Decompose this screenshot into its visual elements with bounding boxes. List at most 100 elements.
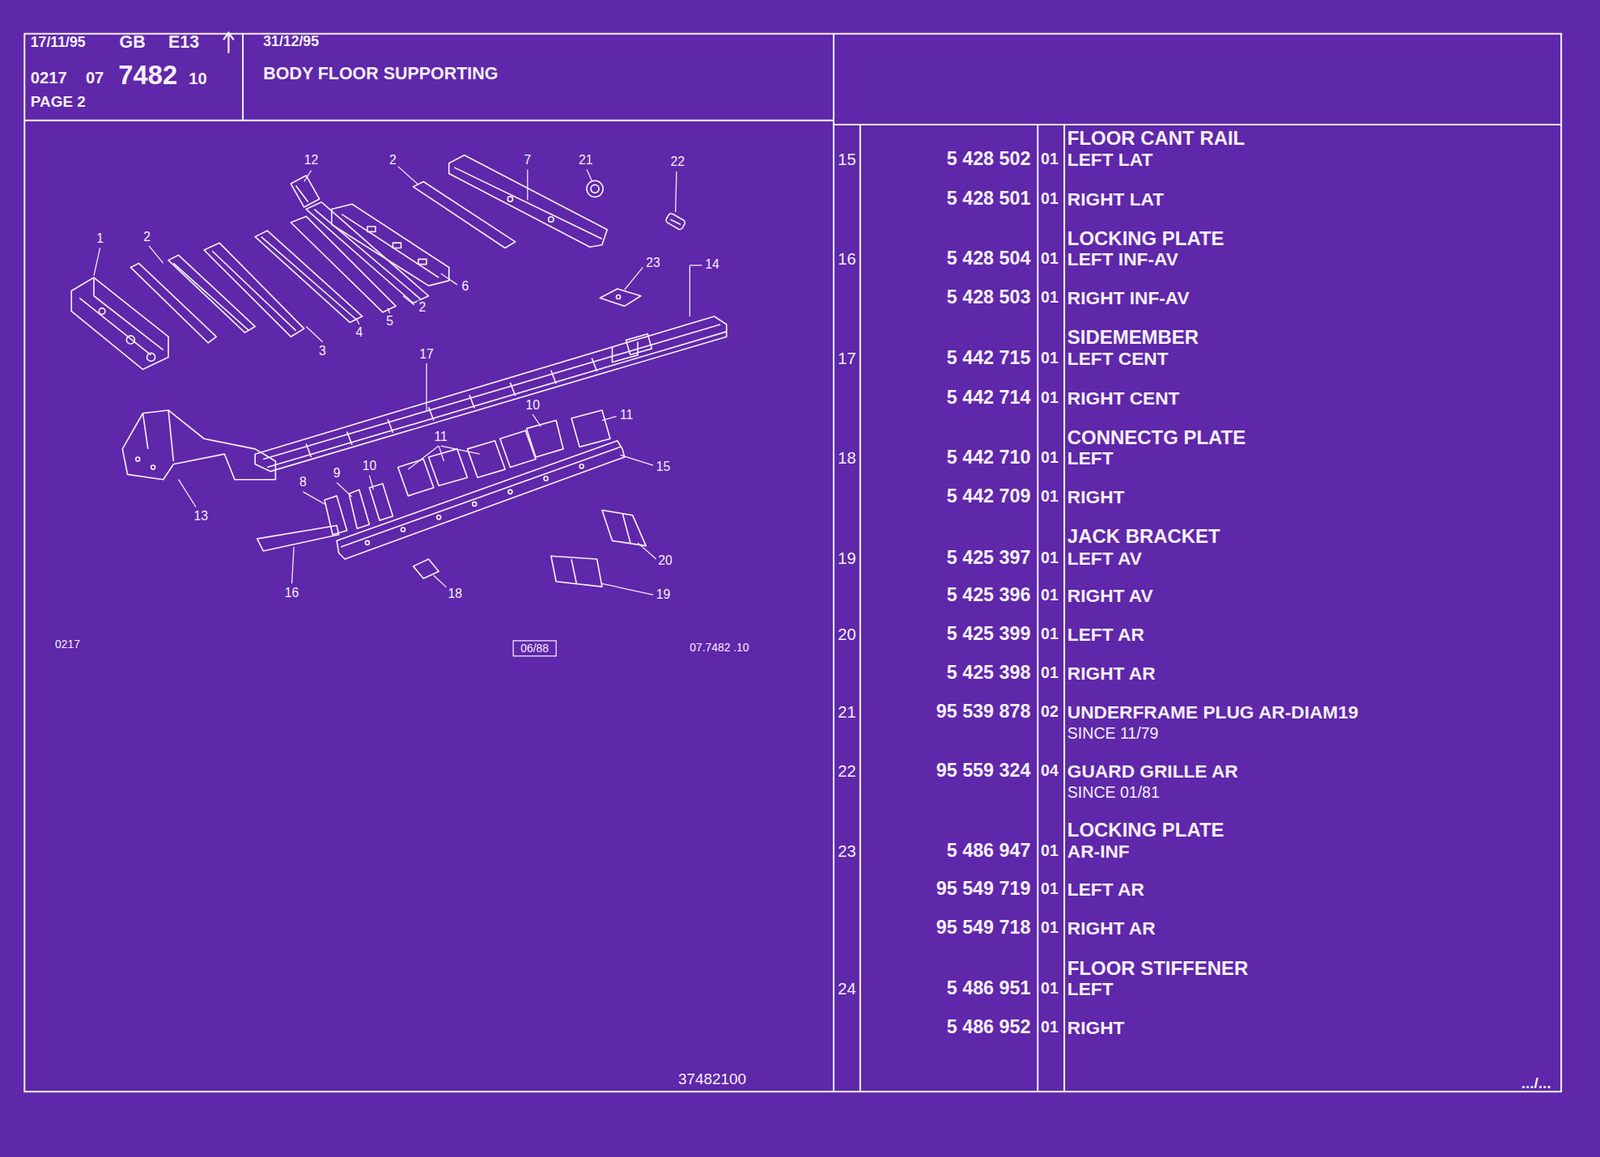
callout-number: 5 bbox=[384, 314, 395, 328]
callout-number: 8 bbox=[297, 475, 309, 490]
item-number: 20 bbox=[837, 625, 856, 644]
catalogue-code: 0217 bbox=[30, 68, 68, 87]
quantity: 01 bbox=[1040, 190, 1059, 208]
callout-number: 16 bbox=[283, 585, 302, 600]
language-code: GB bbox=[119, 33, 146, 53]
part-description: LEFT AR bbox=[1067, 879, 1145, 900]
callout-number: 2 bbox=[141, 229, 153, 244]
drawing-code: 0217 bbox=[55, 638, 81, 651]
quantity: 01 bbox=[1040, 150, 1059, 169]
callout-number: 2 bbox=[387, 152, 399, 167]
quantity: 01 bbox=[1040, 549, 1059, 568]
part-description: RIGHT CENT bbox=[1067, 387, 1180, 408]
part-number: 5 425 397 bbox=[946, 547, 1032, 569]
item-number: 21 bbox=[837, 703, 856, 722]
date: 31/12/95 bbox=[263, 33, 319, 50]
part-number: 5 442 715 bbox=[946, 348, 1032, 370]
part-number: 5 442 709 bbox=[946, 486, 1032, 508]
part-number: 5 442 714 bbox=[946, 387, 1032, 409]
quantity: 01 bbox=[1040, 842, 1059, 861]
part-description: LEFT bbox=[1067, 978, 1114, 999]
note: SINCE 01/81 bbox=[1067, 784, 1160, 803]
callout-number: 4 bbox=[353, 325, 365, 340]
part-description: LEFT LAT bbox=[1067, 148, 1153, 170]
callout-number: 15 bbox=[654, 460, 673, 475]
part-heading: LOCKING PLATE bbox=[1067, 228, 1225, 250]
callout-number: 21 bbox=[577, 152, 595, 167]
part-description: RIGHT AV bbox=[1067, 585, 1154, 607]
part-description: GUARD GRILLE AR bbox=[1067, 761, 1239, 782]
quantity: 01 bbox=[1040, 980, 1059, 998]
part-description: RIGHT AR bbox=[1067, 918, 1156, 939]
part-description: LEFT CENT bbox=[1067, 348, 1169, 369]
part-number: 95 559 324 bbox=[936, 760, 1032, 782]
item-number: 17 bbox=[837, 348, 856, 367]
part-number: 5 428 504 bbox=[946, 248, 1032, 270]
part-description: RIGHT bbox=[1067, 487, 1125, 508]
callout-number: 22 bbox=[668, 155, 687, 170]
group-code: 07 bbox=[85, 68, 104, 87]
quantity: 01 bbox=[1040, 449, 1059, 467]
part-number: 95 539 878 bbox=[936, 701, 1032, 723]
part-number: 5 486 952 bbox=[946, 1017, 1032, 1039]
callout-number: 17 bbox=[417, 347, 436, 361]
callout-number: 10 bbox=[360, 459, 379, 474]
item-number: 23 bbox=[837, 841, 856, 860]
film-number: 37482100 bbox=[678, 1071, 747, 1089]
callout-number: 11 bbox=[618, 407, 635, 422]
quantity: 04 bbox=[1040, 762, 1059, 781]
drawing-reference: 07.7482 .10 bbox=[689, 641, 749, 654]
part-description: LEFT bbox=[1067, 448, 1114, 469]
part-number: 5 425 396 bbox=[946, 585, 1032, 607]
part-number: 5 442 710 bbox=[946, 447, 1032, 469]
part-description: LEFT AV bbox=[1067, 547, 1142, 569]
quantity: 01 bbox=[1040, 488, 1059, 506]
quantity: 01 bbox=[1040, 881, 1059, 900]
exploded-parts bbox=[71, 155, 726, 587]
item-number: 24 bbox=[837, 980, 856, 998]
page-frame bbox=[24, 33, 1562, 1092]
note: SINCE 11/79 bbox=[1067, 725, 1159, 743]
plate-number: 7482 bbox=[118, 60, 178, 90]
part-description: RIGHT INF-AV bbox=[1067, 288, 1190, 309]
callout-number: 20 bbox=[656, 554, 675, 569]
callout-number: 18 bbox=[446, 586, 465, 601]
up-arrow bbox=[223, 32, 234, 53]
part-heading: CONNECTG PLATE bbox=[1067, 427, 1246, 449]
part-number: 95 549 718 bbox=[936, 918, 1032, 940]
callout-number: 9 bbox=[331, 466, 343, 480]
callout-number: 6 bbox=[460, 280, 472, 294]
callout-number: 7 bbox=[522, 152, 533, 167]
callout-number: 1 bbox=[94, 231, 106, 246]
item-number: 18 bbox=[837, 449, 856, 467]
quantity: 01 bbox=[1040, 250, 1059, 269]
part-number: 5 428 502 bbox=[946, 148, 1032, 170]
quantity: 01 bbox=[1040, 1018, 1059, 1037]
quantity: 02 bbox=[1040, 703, 1059, 722]
callout-number: 3 bbox=[317, 343, 328, 358]
plate-title: BODY FLOOR SUPPORTING bbox=[263, 64, 498, 85]
part-description: LEFT AR bbox=[1067, 624, 1145, 646]
part-heading: FLOOR CANT RAIL bbox=[1067, 127, 1245, 149]
part-description: AR-INF bbox=[1067, 840, 1130, 862]
part-heading: LOCKING PLATE bbox=[1067, 819, 1225, 841]
part-number: 5 428 503 bbox=[946, 287, 1032, 309]
part-number: 5 425 399 bbox=[946, 623, 1032, 646]
quantity: 01 bbox=[1040, 587, 1059, 606]
date: 17/11/95 bbox=[30, 34, 86, 51]
item-number: 19 bbox=[837, 549, 856, 568]
part-number: 5 428 501 bbox=[946, 188, 1032, 210]
callout-number: 14 bbox=[703, 257, 722, 272]
part-description: UNDERFRAME PLUG AR-DIAM19 bbox=[1067, 702, 1359, 723]
part-heading: JACK BRACKET bbox=[1067, 526, 1221, 548]
part-number: 5 486 947 bbox=[946, 840, 1032, 862]
leader-lines bbox=[93, 166, 702, 596]
continuation: .../... bbox=[1521, 1075, 1552, 1093]
quantity: 01 bbox=[1040, 288, 1059, 307]
callout-number: 10 bbox=[523, 398, 542, 412]
callout-number: 2 bbox=[417, 300, 429, 315]
quantity: 01 bbox=[1040, 389, 1059, 408]
part-number: 5 486 951 bbox=[946, 978, 1032, 1000]
callout-number: 12 bbox=[302, 152, 321, 167]
